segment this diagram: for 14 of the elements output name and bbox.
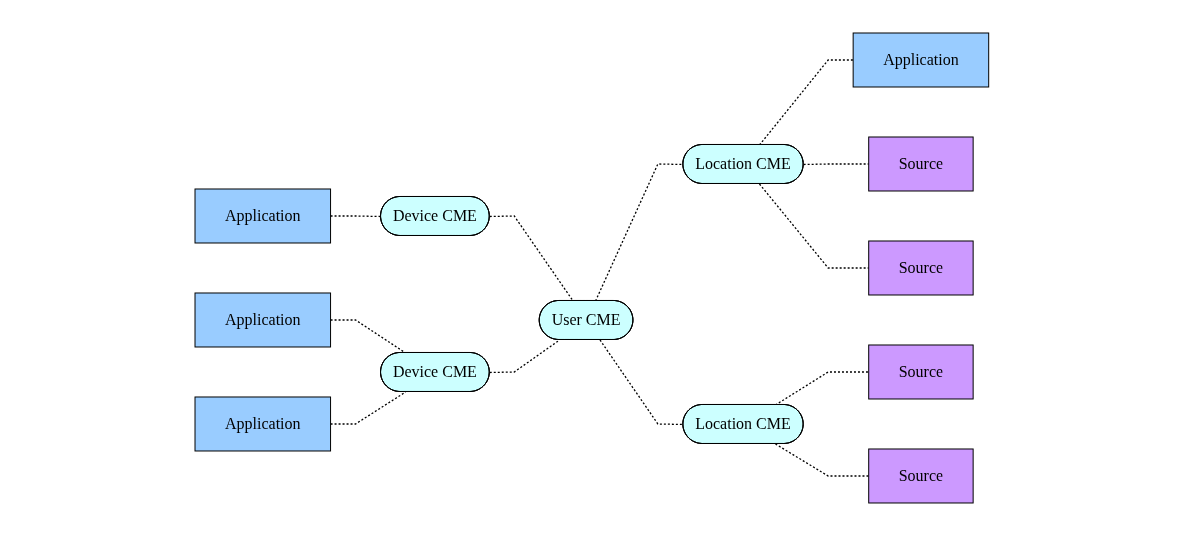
node-box: Source xyxy=(868,136,974,191)
connector xyxy=(330,214,382,217)
connector xyxy=(774,442,870,477)
node-box: Application xyxy=(194,188,332,243)
connector xyxy=(599,338,685,425)
connector xyxy=(330,390,407,425)
node-box: Application xyxy=(194,396,332,451)
node-box: Application xyxy=(852,32,990,87)
node-box: Source xyxy=(868,344,974,399)
node-box: Source xyxy=(868,240,974,295)
node-box: Source xyxy=(868,448,974,503)
connector xyxy=(489,338,561,373)
node-box: Application xyxy=(194,292,332,347)
connector xyxy=(758,58,854,146)
